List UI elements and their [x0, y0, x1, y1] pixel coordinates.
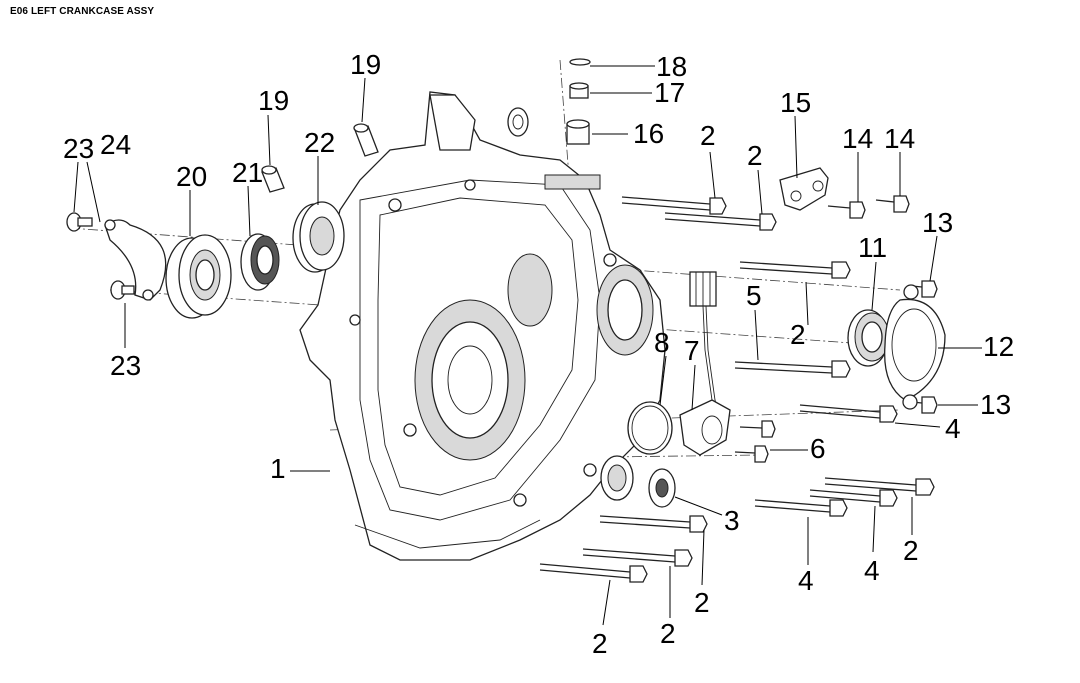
crankcase-housing-part-1: [299, 91, 666, 561]
bolt-part-2-g: [539, 563, 648, 583]
callout-5: 5: [746, 280, 762, 311]
callout-23-b: 23: [110, 350, 141, 381]
callout-2-d: 2: [903, 535, 919, 566]
sleeve-part-17: [569, 82, 589, 99]
callout-6: 6: [810, 433, 826, 464]
bolt-part-2-e: [599, 515, 708, 533]
retainer-plate-part-24: [104, 219, 167, 301]
oil-seal-part-11: [847, 309, 890, 367]
dowel-pin-part-19-lower: [261, 165, 285, 193]
callout-18: 18: [656, 51, 687, 82]
dowel-pin-part-19-upper: [353, 123, 379, 157]
bolt-part-5: [734, 360, 851, 378]
guide-plate-part-15: [779, 167, 829, 211]
bolt-part-2-b: [664, 212, 777, 231]
callout-13-b: 13: [980, 389, 1011, 420]
callout-2-c: 2: [790, 319, 806, 350]
callout-7: 7: [684, 335, 700, 366]
callout-4-b: 4: [864, 555, 880, 586]
callout-2-g: 2: [592, 628, 608, 659]
callout-2-b: 2: [747, 140, 763, 171]
bearing-part-3: [600, 455, 676, 508]
callout-8: 8: [654, 327, 670, 358]
callout-17: 17: [654, 77, 685, 108]
callout-14-b: 14: [884, 123, 915, 154]
bolts: [539, 195, 938, 583]
bolt-part-4-a: [799, 404, 898, 423]
bolt-part-13-b: [911, 396, 938, 414]
callout-22: 22: [304, 127, 335, 158]
bolt-part-2-a: [621, 196, 727, 215]
o-ring-part-8: [627, 401, 673, 455]
bolt-part-2-c: [739, 261, 851, 279]
bolt-part-4-c: [754, 499, 848, 517]
bolt-part-14-a: [827, 201, 866, 219]
page-title: E06 LEFT CRANKCASE ASSY: [10, 6, 155, 17]
callout-20: 20: [176, 161, 207, 192]
leader-lines: [73, 65, 982, 626]
screw-part-23-upper: [66, 212, 93, 232]
callout-16: 16: [633, 118, 664, 149]
callout-2-f: 2: [660, 618, 676, 649]
callout-23-a: 23: [63, 133, 94, 164]
callout-1: 1: [270, 453, 286, 484]
bolt-part-13-a: [911, 280, 938, 298]
callout-2-e: 2: [694, 587, 710, 618]
callout-19-a: 19: [350, 49, 381, 80]
bolt-part-6: [734, 420, 776, 463]
bolt-part-14-b: [875, 195, 910, 213]
sensor-part-7: [679, 271, 731, 456]
callout-3: 3: [724, 505, 740, 536]
bolt-part-4-b: [809, 489, 898, 507]
bearing-part-20: [165, 234, 232, 319]
washer-part-18: [569, 58, 591, 66]
callout-19-b: 19: [258, 85, 289, 116]
callout-4-a: 4: [945, 413, 961, 444]
cover-plate-part-12: [884, 284, 946, 410]
callout-12: 12: [983, 331, 1014, 362]
bearing-part-21: [240, 233, 280, 291]
bearing-part-22: [292, 201, 345, 273]
callout-13-a: 13: [922, 207, 953, 238]
callout-14-a: 14: [842, 123, 873, 154]
callout-24: 24: [100, 129, 131, 160]
callout-11: 11: [858, 232, 887, 263]
bolt-part-2-d: [824, 477, 935, 496]
callout-21: 21: [232, 157, 263, 188]
callout-2-a: 2: [700, 120, 716, 151]
callout-4-c: 4: [798, 565, 814, 596]
bolt-part-2-f: [582, 548, 693, 567]
callout-15: 15: [780, 87, 811, 118]
screw-part-23-lower: [110, 280, 135, 300]
sleeve-part-16: [566, 119, 590, 145]
callout-labels: 1 2 2 2 2 2 2 2 3 4 4 4 5 6 7 8 11 12 13…: [63, 49, 1014, 659]
